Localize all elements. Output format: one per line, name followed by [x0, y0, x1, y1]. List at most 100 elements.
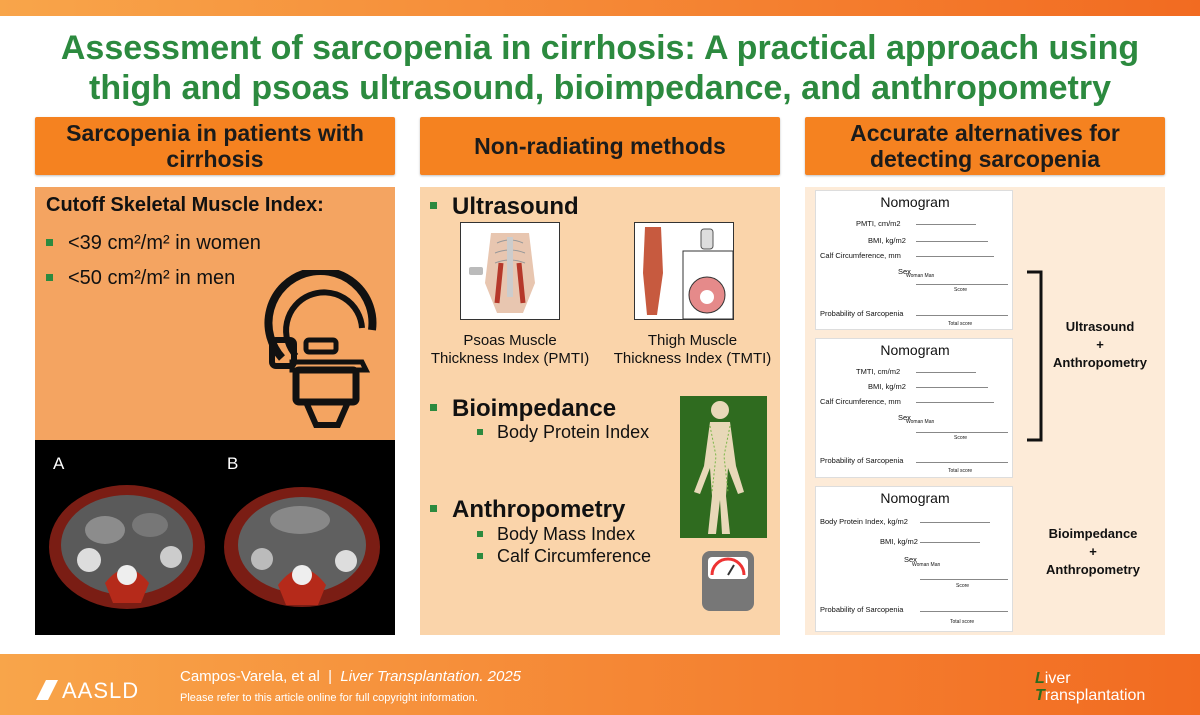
thigh-caption-line2: Thickness Index (TMTI): [613, 350, 772, 367]
nomogram-1: Nomogram PMTI, cm/m2 BMI, kg/m2 Calf Cir…: [815, 190, 1013, 330]
n1-total-label: Total score: [948, 321, 973, 327]
lt-logo-L: L: [1035, 670, 1045, 687]
ultrasound-heading: Ultrasound: [430, 193, 579, 220]
smi-women: <39 cm²/m² in women: [46, 232, 261, 254]
n1-axis-2: [916, 241, 988, 242]
n2-row-calf: Calf Circumference, mm: [820, 397, 901, 406]
left-column-header: Sarcopenia in patients with cirrhosis: [35, 117, 395, 175]
copyright-note: Please refer to this article online for …: [180, 692, 478, 704]
n3-score-label: Score: [956, 583, 970, 589]
anthropometry-heading: Anthropometry: [429, 496, 626, 523]
label-anthropometry-2: Anthropometry: [1046, 562, 1140, 577]
n1-row-calf: Calf Circumference, mm: [820, 251, 901, 260]
scale-icon: [702, 551, 754, 611]
thigh-caption: Thigh Muscle Thickness Index (TMTI): [605, 332, 780, 368]
right-column-header: Accurate alternatives for detecting sarc…: [805, 117, 1165, 175]
n1-row-prob: Probability of Sarcopenia: [820, 309, 904, 318]
n1-row-sex: Sex: [898, 267, 911, 276]
n2-row-bmi: BMI, kg/m2: [868, 382, 906, 391]
n3-total-label: Total score: [950, 619, 975, 625]
n1-row-bmi: BMI, kg/m2: [868, 236, 906, 245]
n2-sex-values: Woman Man: [906, 419, 935, 425]
n2-total-axis: [916, 462, 1008, 463]
poster-title: Assessment of sarcopenia in cirrhosis: A…: [40, 28, 1160, 108]
bracket: [1027, 270, 1043, 442]
n3-score-axis: [920, 579, 1008, 580]
n1-sex-values: Woman Man: [906, 273, 935, 279]
smi-men: <50 cm²/m² in men: [45, 267, 236, 289]
label-anthropometry-1: Anthropometry: [1053, 355, 1147, 370]
n1-total-axis: [916, 315, 1008, 316]
n1-score-label: Score: [954, 287, 968, 293]
body-mass-index: Body Mass Index: [476, 524, 636, 544]
n3-axis-1: [920, 522, 990, 523]
ct-label-b: B: [227, 454, 239, 473]
ct-scan-a: [49, 485, 205, 609]
psoas-illustration: [460, 222, 560, 320]
n2-total-label: Total score: [948, 468, 973, 474]
label-bioimpedance: Bioimpedance: [1048, 526, 1138, 541]
psoas-caption-line1: Psoas Muscle: [463, 332, 557, 349]
aasld-logo-text: AASLD: [62, 678, 140, 703]
human-body-icon: [694, 401, 744, 534]
lt-logo-T: T: [1035, 687, 1045, 704]
lt-logo-iver: iver: [1044, 670, 1071, 687]
title-line-1: Assessment of sarcopenia in cirrhosis: A…: [60, 29, 1140, 67]
left-panel: [35, 187, 395, 440]
n3-axis-2: [920, 542, 980, 543]
n3-row-bmi: BMI, kg/m2: [880, 537, 918, 546]
n1-row-pmti: PMTI, cm/m2: [856, 219, 901, 228]
thigh-caption-line1: Thigh Muscle: [647, 332, 738, 349]
nomogram-3: Nomogram Body Protein Index, kg/m2 BMI, …: [815, 486, 1013, 632]
thigh-anatomy-icon: [643, 227, 734, 320]
n2-axis-2: [916, 387, 988, 388]
psoas-anatomy-icon: [469, 233, 535, 313]
title-line-2: thigh and psoas ultrasound, bioimpedance…: [89, 69, 1111, 107]
ct-scan-b: [224, 487, 380, 607]
label-plus-2: +: [1089, 544, 1097, 559]
nomogram-1-title: Nomogram: [880, 194, 950, 210]
n3-total-axis: [920, 611, 1008, 612]
citation-authors: Campos-Varela, et al |: [180, 668, 341, 685]
calf-circumference: Calf Circumference: [476, 546, 652, 566]
bioimpedance-heading: Bioimpedance: [429, 395, 617, 422]
bioimpedance-anthropometry-label: Bioimpedance + Anthropometry: [1033, 525, 1153, 579]
smi-heading: Cutoff Skeletal Muscle Index:: [46, 194, 324, 216]
n1-score-axis: [916, 284, 1008, 285]
n2-axis-3: [916, 402, 994, 403]
nomogram-3-title: Nomogram: [880, 490, 950, 506]
ultrasound-anthropometry-label: Ultrasound + Anthropometry: [1040, 318, 1160, 372]
n3-row-bpi: Body Protein Index, kg/m2: [820, 517, 908, 526]
n2-row-prob: Probability of Sarcopenia: [820, 456, 904, 465]
lt-logo-ransplantation: ransplantation: [1044, 687, 1146, 704]
liver-transplantation-logo: Liver Transplantation: [1035, 670, 1145, 704]
n2-axis-1: [916, 372, 976, 373]
psoas-caption: Psoas Muscle Thickness Index (PMTI): [425, 332, 595, 368]
n3-sex-values: Woman Man: [912, 562, 941, 568]
nomogram-2-title: Nomogram: [880, 342, 950, 358]
footer-bar: [0, 654, 1200, 715]
n2-score-axis: [916, 432, 1008, 433]
n1-axis-1: [916, 224, 976, 225]
ct-scanner-icon: [264, 270, 377, 428]
nomogram-2: Nomogram TMTI, cm/m2 BMI, kg/m2 Calf Cir…: [815, 338, 1013, 478]
thigh-illustration: [634, 222, 734, 320]
bioimpedance-body-image: [680, 396, 767, 538]
label-ultrasound: Ultrasound: [1065, 319, 1135, 334]
middle-column-header: Non-radiating methods: [420, 117, 780, 175]
n1-axis-3: [916, 256, 994, 257]
body-protein-index: Body Protein Index: [476, 422, 650, 442]
citation-journal: Liver Transplantation. 2025: [340, 668, 522, 685]
top-accent-bar: [0, 0, 1200, 16]
n2-score-label: Score: [954, 435, 968, 441]
psoas-caption-line2: Thickness Index (PMTI): [430, 350, 590, 367]
n3-row-prob: Probability of Sarcopenia: [820, 605, 904, 614]
aasld-logo-icon: [36, 680, 58, 700]
citation: Campos-Varela, et al | Liver Transplanta…: [180, 668, 521, 685]
n3-row-sex: Sex: [904, 555, 917, 564]
ct-label-a: A: [53, 454, 65, 473]
n2-row-tmti: TMTI, cm/m2: [856, 367, 901, 376]
n2-row-sex: Sex: [898, 413, 911, 422]
label-plus-1: +: [1096, 337, 1104, 352]
ct-images: A B: [35, 440, 395, 635]
